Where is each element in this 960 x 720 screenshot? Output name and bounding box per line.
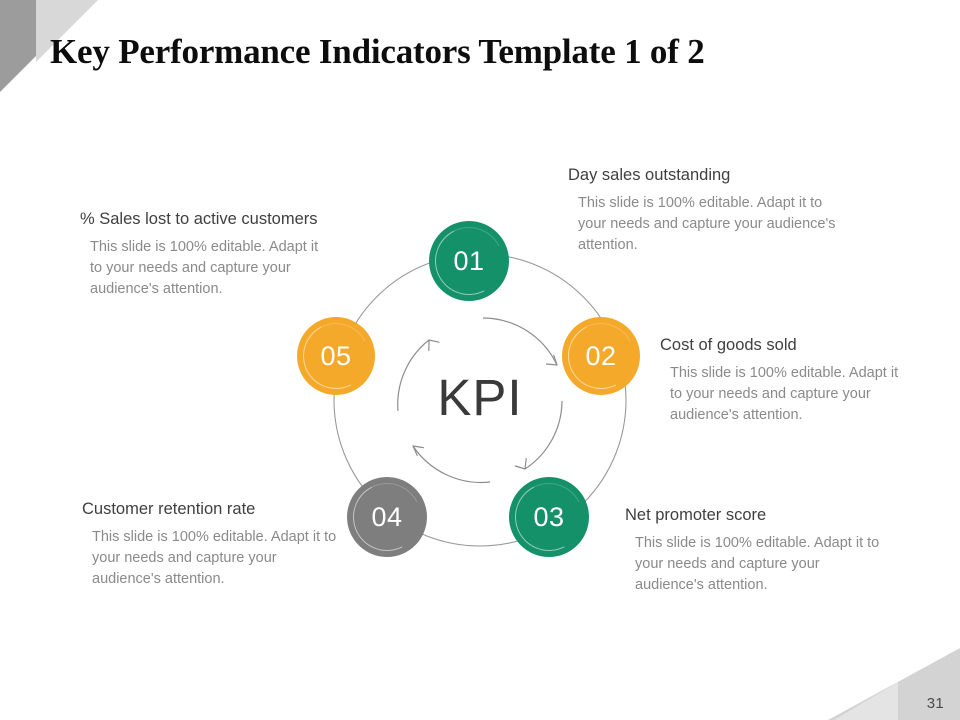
kpi-node-04-number: 04 [371,501,403,532]
kpi-text-block-04: Customer retention rate This slide is 10… [82,499,342,590]
kpi-node-05-number: 05 [320,340,352,371]
kpi-node-02[interactable]: 02 [562,317,640,395]
kpi-body-01: This slide is 100% editable. Adapt it to… [578,195,836,253]
page-title: Key Performance Indicators Template 1 of… [50,32,705,71]
kpi-text-block-03: Net promoter score This slide is 100% ed… [625,505,887,596]
kpi-node-02-number: 02 [585,340,617,371]
kpi-body-04: This slide is 100% editable. Adapt it to… [92,529,337,587]
kpi-text-block-01: Day sales outstanding This slide is 100%… [568,165,836,256]
kpi-heading-05: % Sales lost to active customers [80,210,318,228]
kpi-node-03-number: 03 [533,501,565,532]
kpi-node-03[interactable]: 03 [509,477,589,557]
kpi-text-block-02: Cost of goods sold This slide is 100% ed… [660,335,912,426]
corner-decoration-bottom-right-pale [834,682,898,720]
kpi-heading-01: Day sales outstanding [568,166,731,184]
kpi-heading-04: Customer retention rate [82,500,256,518]
kpi-text-block-05: % Sales lost to active customers This sl… [80,209,332,300]
kpi-heading-02: Cost of goods sold [660,336,797,354]
inner-cycle-arrows [397,317,563,484]
kpi-node-04[interactable]: 04 [347,477,427,557]
kpi-node-05[interactable]: 05 [297,317,375,395]
center-label-kpi: KPI [437,369,523,426]
kpi-body-03: This slide is 100% editable. Adapt it to… [635,535,880,593]
corner-decoration-top-left-light [36,0,98,62]
kpi-node-01-number: 01 [453,245,485,276]
kpi-body-05: This slide is 100% editable. Adapt it to… [90,239,319,297]
kpi-heading-03: Net promoter score [625,506,767,524]
page-number: 31 [926,695,944,712]
kpi-body-02: This slide is 100% editable. Adapt it to… [670,365,899,423]
kpi-node-01[interactable]: 01 [429,221,509,301]
